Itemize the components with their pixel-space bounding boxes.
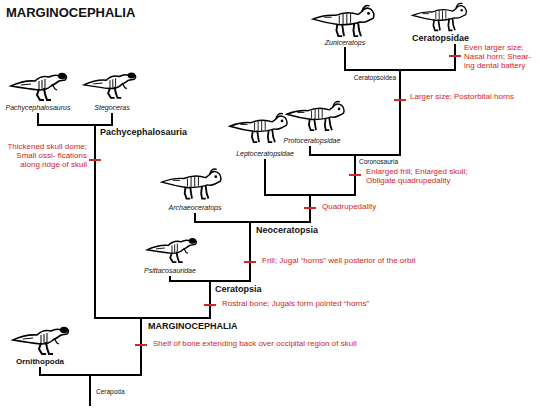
clade-name: Ceratopsia bbox=[215, 285, 262, 295]
taxon-name: Pachycephalosaurus bbox=[6, 104, 71, 112]
clade-name: Cerapoda bbox=[96, 388, 125, 395]
stegoceras-figure bbox=[84, 73, 136, 98]
character-note: Rostral bone; Jugals form pointed “horns… bbox=[222, 300, 369, 309]
tree-lines bbox=[38, 45, 455, 405]
protoceratopsid-figure bbox=[287, 101, 344, 130]
character-note: Shelf of bone extending back over occipi… bbox=[153, 340, 357, 349]
taxon-name: Ornithopoda bbox=[16, 358, 64, 367]
taxon-name: Protoceratopsidae bbox=[284, 137, 341, 145]
taxon-name: Ceratopsidae bbox=[412, 34, 469, 44]
leptoceratopsid-figure bbox=[230, 113, 287, 142]
clade-name: Coronosauria bbox=[359, 158, 398, 165]
character-note: Quadrupedality bbox=[322, 203, 376, 212]
taxon-name: Stegoceras bbox=[94, 104, 129, 112]
psittacosaurus-figure bbox=[147, 238, 196, 262]
character-ticks bbox=[89, 56, 461, 345]
character-note: Enlarged frill; Enlarged skull; Obligate… bbox=[366, 168, 498, 186]
ornithopod-figure bbox=[13, 327, 69, 354]
character-note: Thickened skull dome; Small ossi- ficati… bbox=[3, 143, 87, 169]
taxon-name: Archaeoceratops bbox=[169, 204, 222, 212]
taxon-name: Psittacosauridae bbox=[144, 267, 196, 275]
archaeoceratops-figure bbox=[162, 169, 221, 199]
clade-name: Neoceratopsia bbox=[256, 226, 318, 236]
clade-name: Pachycephalosauria bbox=[100, 128, 187, 138]
character-note: Frill; Jugal “horns” well posterior of t… bbox=[262, 257, 415, 266]
zuniceratops-figure bbox=[313, 6, 374, 37]
pachycephalosaurus-figure bbox=[11, 73, 67, 100]
character-note: Larger size; Postorbital horns bbox=[410, 93, 522, 102]
taxon-name: Leptoceratopsidae bbox=[236, 150, 294, 158]
ceratopsid-figure bbox=[413, 3, 467, 30]
clade-name: Ceratopsoidea bbox=[354, 74, 396, 81]
taxon-name: Zuniceratops bbox=[325, 39, 365, 47]
character-note: Even larger size; Nasal horn; Shear- ing… bbox=[464, 44, 536, 70]
clade-name: MARGINOCEPHALIA bbox=[148, 322, 238, 332]
diagram-title: MARGINOCEPHALIA bbox=[6, 6, 135, 20]
